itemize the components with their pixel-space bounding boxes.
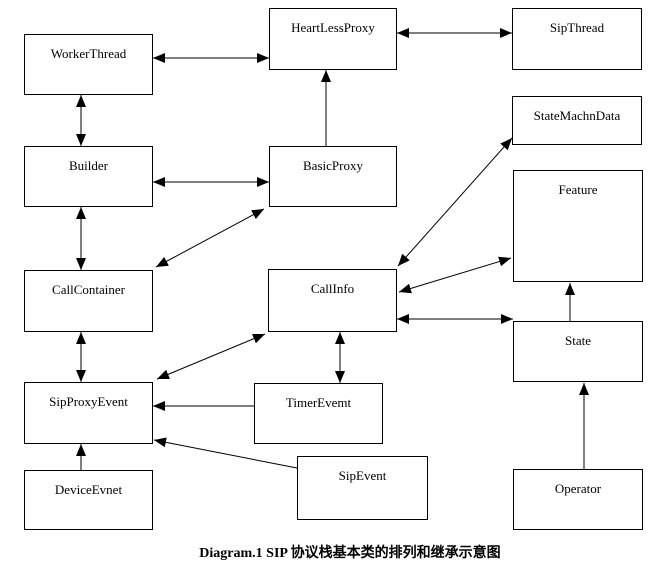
node-label: BasicProxy bbox=[303, 158, 363, 173]
node-state: State bbox=[513, 321, 643, 382]
node-label: TimerEvemt bbox=[285, 395, 352, 410]
node-label: SipProxyEvent bbox=[49, 394, 128, 409]
edge-call-info--sip-proxy-event bbox=[156, 333, 266, 380]
diagram-caption: Diagram.1 SIP 协议栈基本类的排列和继承示意图 bbox=[199, 546, 501, 561]
edge-basic-proxy--call-container bbox=[155, 208, 265, 268]
node-label: CallContainer bbox=[52, 282, 125, 297]
node-label: Feature bbox=[558, 182, 598, 197]
node-heart-less-proxy: HeartLessProxy bbox=[269, 8, 397, 70]
node-label: DeviceEvnet bbox=[54, 482, 123, 497]
node-call-container: CallContainer bbox=[24, 270, 153, 332]
node-label: WorkerThread bbox=[50, 46, 127, 61]
node-label: SipEvent bbox=[338, 468, 387, 483]
node-label: Builder bbox=[69, 158, 108, 173]
node-label: Operator bbox=[554, 481, 602, 496]
node-label: State bbox=[565, 333, 591, 348]
node-label: HeartLessProxy bbox=[291, 20, 375, 35]
node-sip-thread: SipThread bbox=[512, 8, 642, 70]
node-builder: Builder bbox=[24, 146, 153, 207]
node-feature: Feature bbox=[513, 170, 643, 282]
node-operator: Operator bbox=[513, 469, 643, 530]
node-state-machn-data: StateMachnData bbox=[512, 96, 642, 145]
node-basic-proxy: BasicProxy bbox=[269, 146, 397, 207]
node-label: StateMachnData bbox=[533, 108, 621, 123]
node-label: SipThread bbox=[549, 20, 605, 35]
node-label: CallInfo bbox=[310, 281, 355, 296]
node-device-evnet: DeviceEvnet bbox=[24, 470, 153, 530]
node-sip-proxy-event: SipProxyEvent bbox=[24, 382, 153, 444]
edge-sip-event--sip-proxy-event bbox=[153, 437, 298, 469]
node-worker-thread: WorkerThread bbox=[24, 34, 153, 95]
node-sip-event: SipEvent bbox=[297, 456, 428, 520]
edge-call-info--state-machn-data bbox=[397, 137, 513, 267]
node-call-info: CallInfo bbox=[268, 269, 397, 332]
edge-call-info--feature bbox=[398, 256, 512, 294]
node-timer-evemt: TimerEvemt bbox=[254, 383, 383, 444]
